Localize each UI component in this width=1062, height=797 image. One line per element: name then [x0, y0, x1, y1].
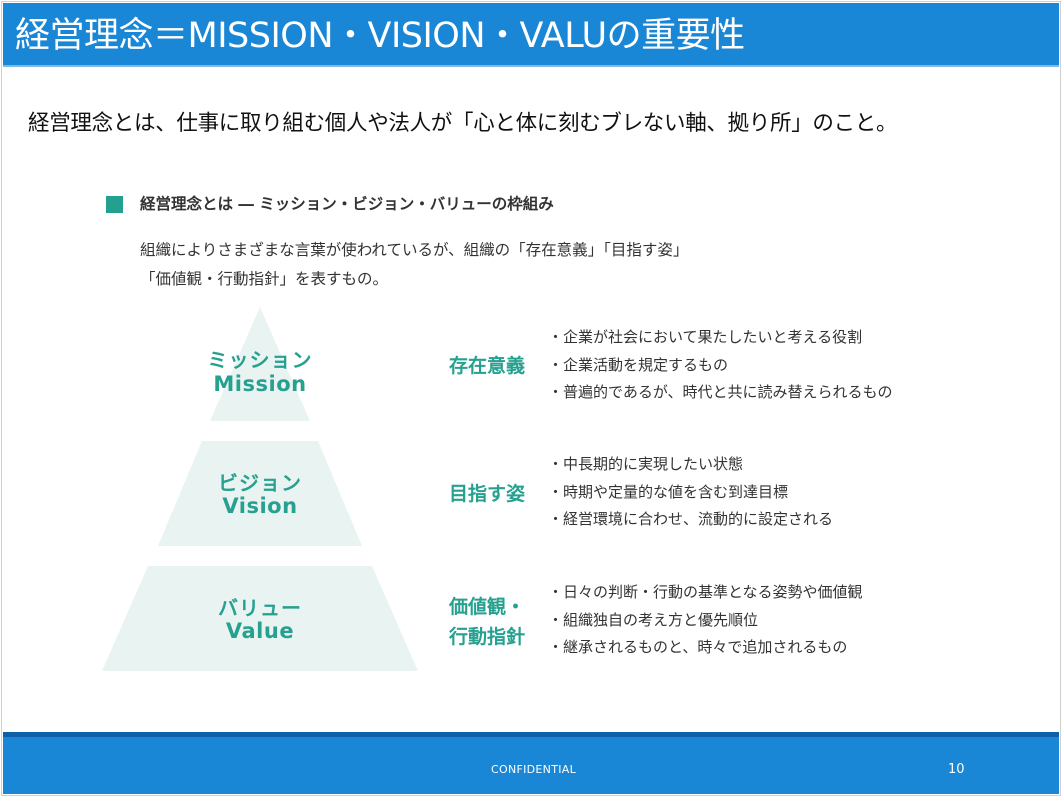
pyramid-bottom-tier: [102, 566, 418, 671]
section-heading: 経営理念とは ― ミッション・ビジョン・バリューの枠組み: [140, 195, 554, 213]
bullet-item: ・経営環境に合わせ、流動的に設定される: [548, 510, 834, 528]
tier-vision-jp: ビジョン: [218, 471, 302, 495]
footer-top-rule: [3, 732, 1059, 737]
pyramid-top-tier: [210, 307, 310, 421]
pyramid-middle-tier: [158, 441, 362, 546]
slide-title: 経営理念＝MISSION・VISION・VALUの重要性: [15, 16, 745, 56]
bullet-item: ・日々の判断・行動の基準となる姿勢や価値観: [548, 583, 863, 601]
bullet-item: ・時期や定量的な値を含む到達目標: [548, 482, 789, 501]
tier-value-jp: バリュー: [218, 596, 302, 620]
category-mission: 存在意義: [430, 351, 544, 381]
bullet-list-value: ・日々の判断・行動の基準となる姿勢や価値観 ・組織独自の考え方と優先順位 ・継承…: [548, 579, 863, 662]
category-line: 存在意義: [448, 355, 525, 377]
bullet-item: ・企業活動を規定するもの: [548, 355, 729, 374]
bullet-list-vision: ・中長期的に実現したい状態 ・時期や定量的な値を含む到達目標 ・経営環境に合わせ…: [548, 451, 833, 534]
tier-vision-en: Vision: [222, 494, 298, 518]
category-line: 価値観・: [448, 596, 525, 618]
description-line: 組織によりさまざまな言葉が使われているが、組織の「存在意義」「目指す姿」: [140, 241, 689, 259]
footer-bar: [3, 732, 1059, 794]
bullet-list-mission: ・企業が社会において果たしたいと考える役割 ・企業活動を規定するもの ・普遍的で…: [548, 324, 893, 407]
bullet-item: ・中長期的に実現したい状態: [548, 455, 744, 473]
tier-mission-en: Mission: [213, 372, 307, 396]
title-bar-underline: [3, 65, 1059, 67]
tier-value-en: Value: [225, 619, 295, 643]
section-description: 組織によりさまざまな言葉が使われているが、組織の「存在意義」「目指す姿」 「価値…: [140, 236, 688, 294]
tier-mission-jp: ミッション: [207, 348, 313, 372]
title-bar: 経営理念＝MISSION・VISION・VALUの重要性: [3, 3, 1059, 65]
description-line: 「価値観・行動指針」を表すもの。: [140, 270, 389, 288]
page-number: 10: [948, 762, 965, 777]
bullet-item: ・普遍的であるが、時代と共に読み替えられるもの: [548, 383, 893, 401]
category-line: 行動指針: [448, 626, 525, 648]
category-value: 価値観・ 行動指針: [430, 592, 544, 652]
category-line: 目指す姿: [448, 483, 525, 505]
confidential-label: CONFIDENTIAL: [491, 763, 577, 776]
bullet-item: ・継承されるものと、時々で追加されるもの: [548, 638, 848, 656]
bullet-item: ・企業が社会において果たしたいと考える役割: [548, 328, 863, 346]
category-vision: 目指す姿: [430, 479, 544, 509]
bullet-item: ・組織独自の考え方と優先順位: [548, 610, 759, 629]
section-square-icon: [106, 196, 123, 213]
lead-sentence: 経営理念とは、仕事に取り組む個人や法人が「心と体に刻むブレない軸、拠り所」のこと…: [28, 111, 898, 136]
